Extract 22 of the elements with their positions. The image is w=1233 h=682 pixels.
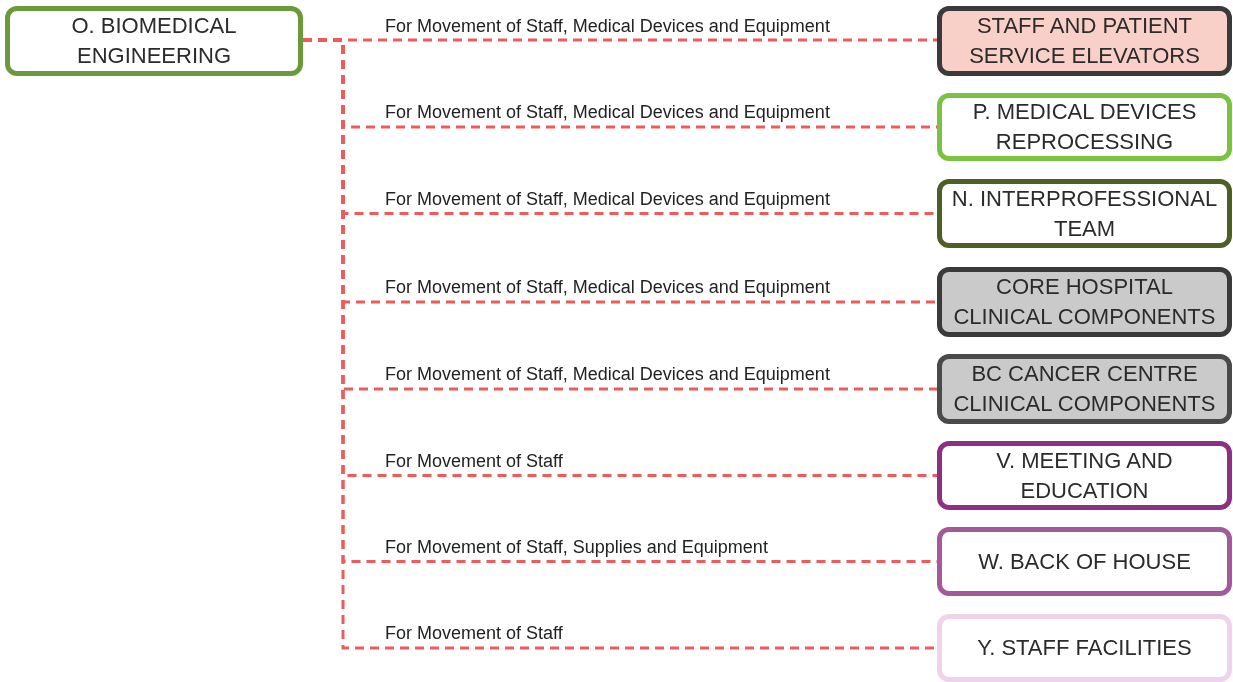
box-label: V. MEETING AND EDUCATION [995,446,1174,505]
box-label: O. BIOMEDICAL ENGINEERING [70,12,238,70]
box-label: P. MEDICAL DEVICES REPROCESSING [971,98,1198,156]
edge-label: For Movement of Staff, Medical Devices and Equipment [383,364,832,384]
process-box [937,441,1232,510]
edge-label: For Movement of Staff, Medical Devices and Equipment [383,16,832,36]
box-label: Y. STAFF FACILITIES [976,634,1193,662]
process-box [937,527,1232,596]
box-label: W. BACK OF HOUSE [977,547,1192,576]
box-label: N. INTERPROFESSIONAL TEAM [950,184,1219,243]
process-box [937,267,1232,337]
process-box [937,6,1232,76]
process-box [937,179,1232,248]
edge-label: For Movement of Staff, Medical Devices and Equipment [383,102,832,122]
process-box [937,614,1232,682]
process-box [937,354,1232,424]
box-label: STAFF AND PATIENT SERVICE ELEVATORS [968,12,1201,70]
box-label: BC CANCER CENTRE CLINICAL COMPONENTS [952,360,1217,418]
edge-label: For Movement of Staff, Medical Devices and Equipment [383,277,832,297]
box-label: CORE HOSPITAL CLINICAL COMPONENTS [952,273,1217,331]
process-box [937,93,1232,161]
process-box [5,6,303,76]
